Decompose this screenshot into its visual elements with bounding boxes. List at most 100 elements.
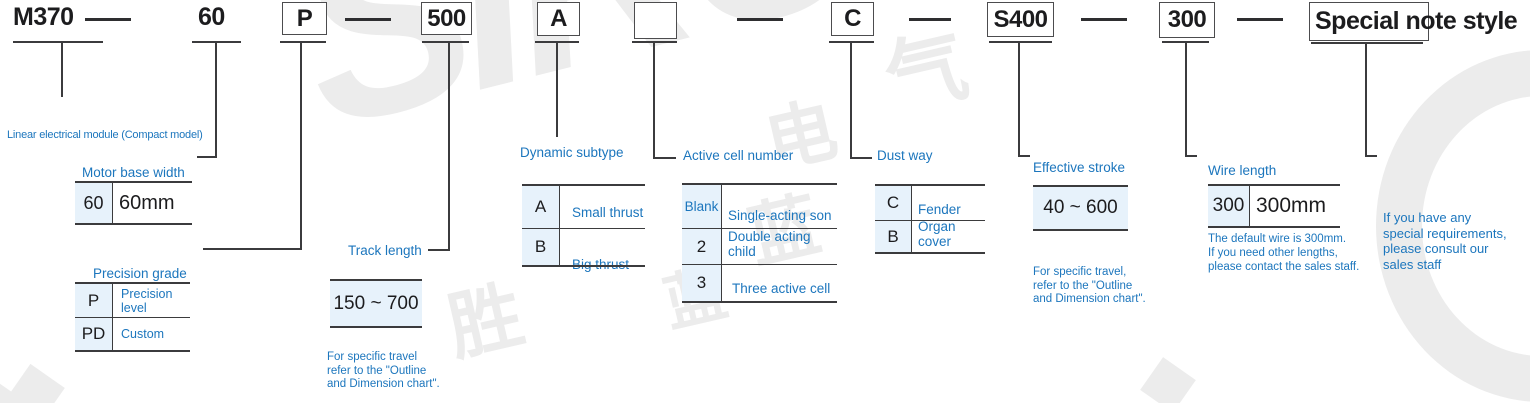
model-segment-active-cell-blank: [634, 2, 677, 39]
table-row: 300 300mm: [1208, 186, 1340, 226]
desc-cell: [560, 186, 645, 228]
leader-line: [850, 157, 872, 159]
dash-separator: [345, 18, 391, 21]
code-cell: 60: [75, 183, 113, 223]
desc-cell: Double acting child: [728, 229, 811, 259]
segment-underline: [829, 41, 874, 43]
segment-underline: [1162, 41, 1209, 43]
leader-line: [1018, 43, 1020, 157]
leader-line: [197, 156, 217, 158]
model-segment-precision: P: [282, 2, 327, 35]
code-cell: 300: [1208, 186, 1250, 226]
track-length-note: For specific travel refer to the "Outlin…: [327, 351, 440, 390]
segment-underline: [13, 41, 103, 43]
motor-base-width-table: 60 60mm: [75, 181, 192, 225]
leader-line: [1018, 155, 1030, 157]
model-segment-wire-length: 300: [1159, 2, 1215, 38]
leader-line: [653, 157, 676, 159]
dash-separator: [85, 18, 131, 21]
desc-cell: 60mm: [119, 191, 175, 214]
dash-separator: [1081, 18, 1127, 21]
segment-underline: [632, 41, 677, 43]
motor-base-width-label: Motor base width: [82, 165, 185, 180]
code-cell: B: [875, 221, 912, 252]
leader-line: [203, 248, 302, 250]
desc-cell: Precision level: [121, 286, 173, 315]
table-row: A: [522, 186, 645, 228]
code-cell: PD: [75, 318, 113, 350]
effective-stroke-range: 40 ~ 600: [1033, 185, 1128, 231]
leader-line: [61, 43, 63, 97]
table-row: P Precision level: [75, 284, 190, 317]
model-segment-dynamic-subtype: A: [537, 2, 580, 36]
precision-grade-label: Precision grade: [93, 266, 187, 281]
leader-line: [428, 249, 450, 251]
leader-line: [448, 43, 450, 249]
model-segment-special-note: Special note style: [1309, 2, 1518, 41]
leader-line: [1185, 155, 1197, 157]
dust-way-table: C Fender B Organ cover: [875, 184, 985, 254]
active-cell-number-table: Blank Single-acting son 2 Double acting …: [682, 183, 837, 303]
segment-underline: [192, 41, 241, 43]
leader-line: [215, 43, 217, 156]
code-cell: P: [75, 284, 113, 317]
leader-line: [300, 43, 302, 248]
segment-underline: [535, 41, 579, 43]
dynamic-subtype-desc: Big thrust: [572, 257, 630, 272]
model-segment-series: M370: [13, 3, 74, 31]
active-cell-number-label: Active cell number: [683, 148, 794, 163]
code-cell: A: [522, 186, 560, 228]
segment-underline: [422, 41, 469, 43]
precision-grade-table: P Precision level PD Custom: [75, 282, 190, 352]
model-segment-motor-width: 60: [198, 3, 225, 31]
desc-cell: Three active cell: [732, 281, 831, 296]
track-length-range: 150 ~ 700: [330, 279, 422, 328]
dash-separator: [1237, 18, 1283, 21]
dynamic-subtype-desc: Small thrust: [572, 205, 644, 220]
dust-way-label: Dust way: [877, 148, 933, 163]
desc-cell: Single-acting son: [728, 208, 832, 223]
code-cell: B: [522, 229, 560, 265]
model-segment-effective-stroke: S400: [987, 2, 1054, 37]
track-length-label: Track length: [348, 243, 422, 258]
linear-module-label: Linear electrical module (Compact model): [7, 129, 203, 141]
code-cell: Blank: [682, 185, 722, 228]
segment-underline: [280, 41, 326, 43]
table-row: PD Custom: [75, 317, 190, 350]
desc-cell: Fender: [918, 202, 961, 217]
desc-cell: 300mm: [1256, 194, 1327, 217]
wire-length-label: Wire length: [1208, 163, 1277, 178]
desc-cell: Organ cover: [918, 219, 956, 249]
leader-line: [1185, 43, 1187, 157]
desc-cell: Custom: [121, 327, 165, 341]
dynamic-subtype-table: A B: [522, 184, 645, 267]
wire-length-note: The default wire is 300mm. If you need o…: [1208, 233, 1360, 273]
leader-line: [1365, 44, 1367, 157]
effective-stroke-label: Effective stroke: [1033, 160, 1126, 175]
dynamic-subtype-label: Dynamic subtype: [520, 145, 624, 160]
table-row: 3 Three active cell: [682, 264, 837, 301]
segment-underline: [989, 41, 1052, 43]
table-row: Blank Single-acting son: [682, 185, 837, 228]
table-row: B: [522, 228, 645, 265]
segment-underline: [1311, 42, 1423, 44]
leader-line: [556, 43, 558, 137]
leader-line: [850, 43, 852, 159]
table-row: C Fender: [875, 186, 985, 220]
dash-separator: [737, 18, 783, 21]
model-segment-dust-way: C: [831, 2, 874, 36]
special-note-text: If you have any special requirements, pl…: [1383, 210, 1507, 272]
effective-stroke-note: For specific travel, refer to the "Outli…: [1033, 266, 1146, 305]
code-cell: C: [875, 186, 912, 220]
leader-line: [653, 43, 655, 159]
code-cell: 2: [682, 229, 722, 264]
table-row: 2 Double acting child: [682, 228, 837, 264]
dash-separator: [909, 18, 951, 21]
model-segment-track-length: 500: [421, 2, 472, 35]
table-row: 60 60mm: [75, 183, 192, 223]
table-row: B Organ cover: [875, 219, 985, 252]
code-cell: 3: [682, 265, 722, 301]
desc-cell: [560, 229, 645, 265]
